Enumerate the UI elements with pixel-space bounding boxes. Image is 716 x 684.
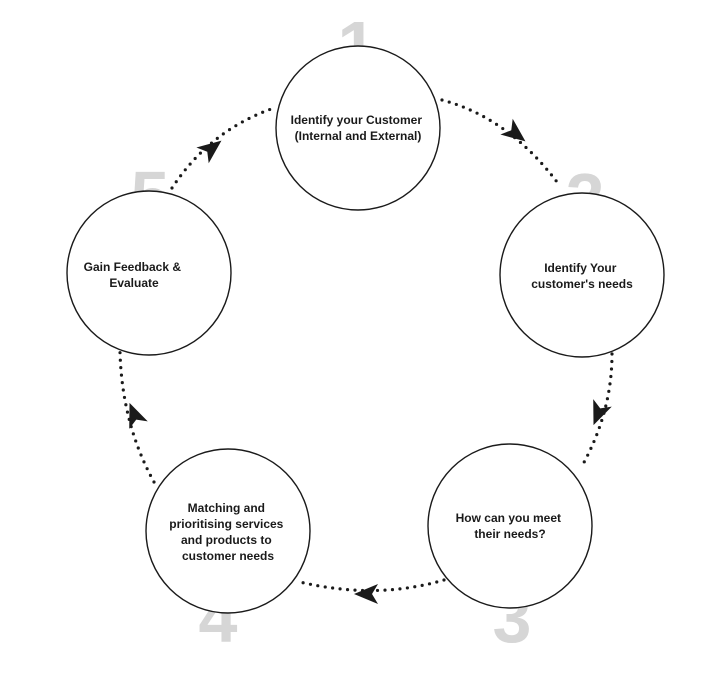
step-4-label-line-2: prioritising services bbox=[169, 517, 283, 531]
arrowhead-2-to-3 bbox=[593, 399, 612, 426]
step-1-label-line-2: (Internal and External) bbox=[295, 129, 422, 143]
step-4-label-line-3: and products to bbox=[181, 533, 272, 547]
step-2-label: Identify Your customer's needs bbox=[531, 261, 633, 291]
arrowhead-4-to-5 bbox=[129, 402, 148, 429]
step-4-label: Matching and prioritising services and p… bbox=[169, 501, 286, 563]
connector-2-to-3 bbox=[580, 352, 614, 468]
step-5-circle bbox=[66, 190, 232, 356]
step-1-circle bbox=[275, 45, 441, 211]
step-4-label-line-1: Matching and bbox=[188, 501, 265, 515]
connector-5-to-1 bbox=[170, 106, 276, 190]
step-2-label-line-2: customer's needs bbox=[531, 277, 633, 291]
step-4-circle bbox=[145, 448, 311, 614]
connector-3-to-4 bbox=[298, 578, 446, 593]
step-4-label-line-4: customer needs bbox=[182, 549, 274, 563]
connector-1-to-2 bbox=[440, 98, 562, 188]
step-1-label-line-1: Identify your Customer bbox=[291, 113, 423, 127]
step-1-label: Identify your Customer (Internal and Ext… bbox=[291, 113, 426, 143]
step-2-circle bbox=[499, 192, 665, 358]
step-2-label-line-1: Identify Your bbox=[544, 261, 617, 275]
step-3-circle bbox=[427, 443, 593, 609]
arrowhead-1-to-2 bbox=[500, 118, 526, 142]
step-3-label-line-2: their needs? bbox=[474, 527, 545, 541]
step-5-label: Gain Feedback & Evaluate bbox=[84, 260, 185, 290]
arrowhead-3-to-4 bbox=[354, 584, 378, 604]
step-3-label: How can you meet their needs? bbox=[456, 511, 565, 541]
step-3-label-line-1: How can you meet bbox=[456, 511, 561, 525]
arrowhead-5-to-1 bbox=[196, 140, 222, 164]
step-5-label-line-1: Gain Feedback & bbox=[84, 260, 182, 274]
step-5-label-line-2: Evaluate bbox=[109, 276, 159, 290]
